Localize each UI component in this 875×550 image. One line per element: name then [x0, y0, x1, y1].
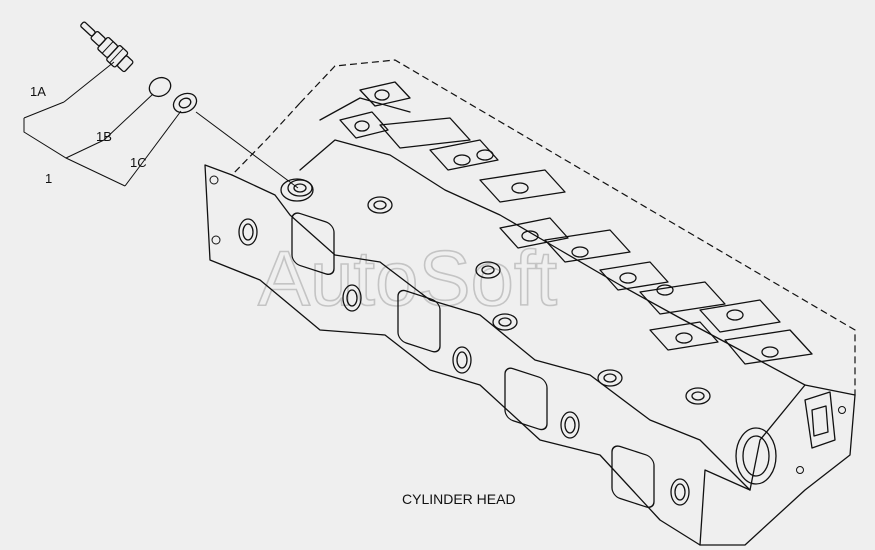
- watermark: AutoSoft: [258, 234, 558, 322]
- washer: [172, 92, 198, 114]
- callout-1c: 1C: [130, 155, 147, 170]
- callout-lines: [23, 61, 182, 187]
- callout-1a: 1A: [30, 84, 46, 99]
- callout-1: 1: [45, 171, 52, 186]
- cylinder-head: [204, 59, 856, 546]
- o-ring: [148, 76, 172, 98]
- assembly-axis-line: [195, 111, 299, 189]
- callout-1b: 1B: [96, 129, 112, 144]
- injector-nozzle: [80, 21, 134, 73]
- diagram-caption: CYLINDER HEAD: [402, 491, 516, 507]
